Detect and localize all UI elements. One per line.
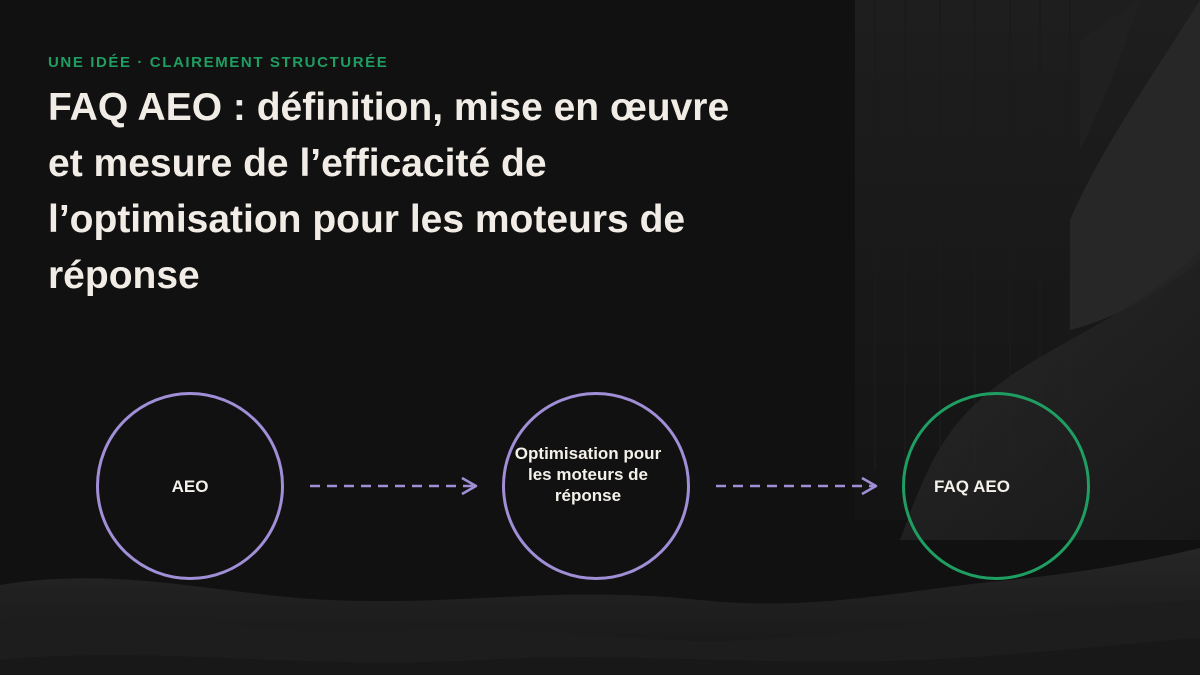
slide-title: FAQ AEO : définition, mise en œuvre et m…	[48, 86, 730, 297]
flow-node-aeo: AEO	[96, 392, 284, 580]
flow-node-faq-aeo: FAQ AEO	[902, 392, 1090, 580]
arrow-2	[716, 476, 878, 496]
node-label: Optimisation pour les moteurs de réponse	[514, 443, 662, 505]
eyebrow-label: UNE IDÉE · CLAIREMENT STRUCTURÉE	[48, 54, 389, 71]
node-label: AEO	[171, 476, 209, 496]
node-label: FAQ AEO	[934, 476, 1010, 496]
flow-node-optimisation: Optimisation pour les moteurs de réponse	[502, 392, 690, 580]
arrow-1	[310, 476, 478, 496]
